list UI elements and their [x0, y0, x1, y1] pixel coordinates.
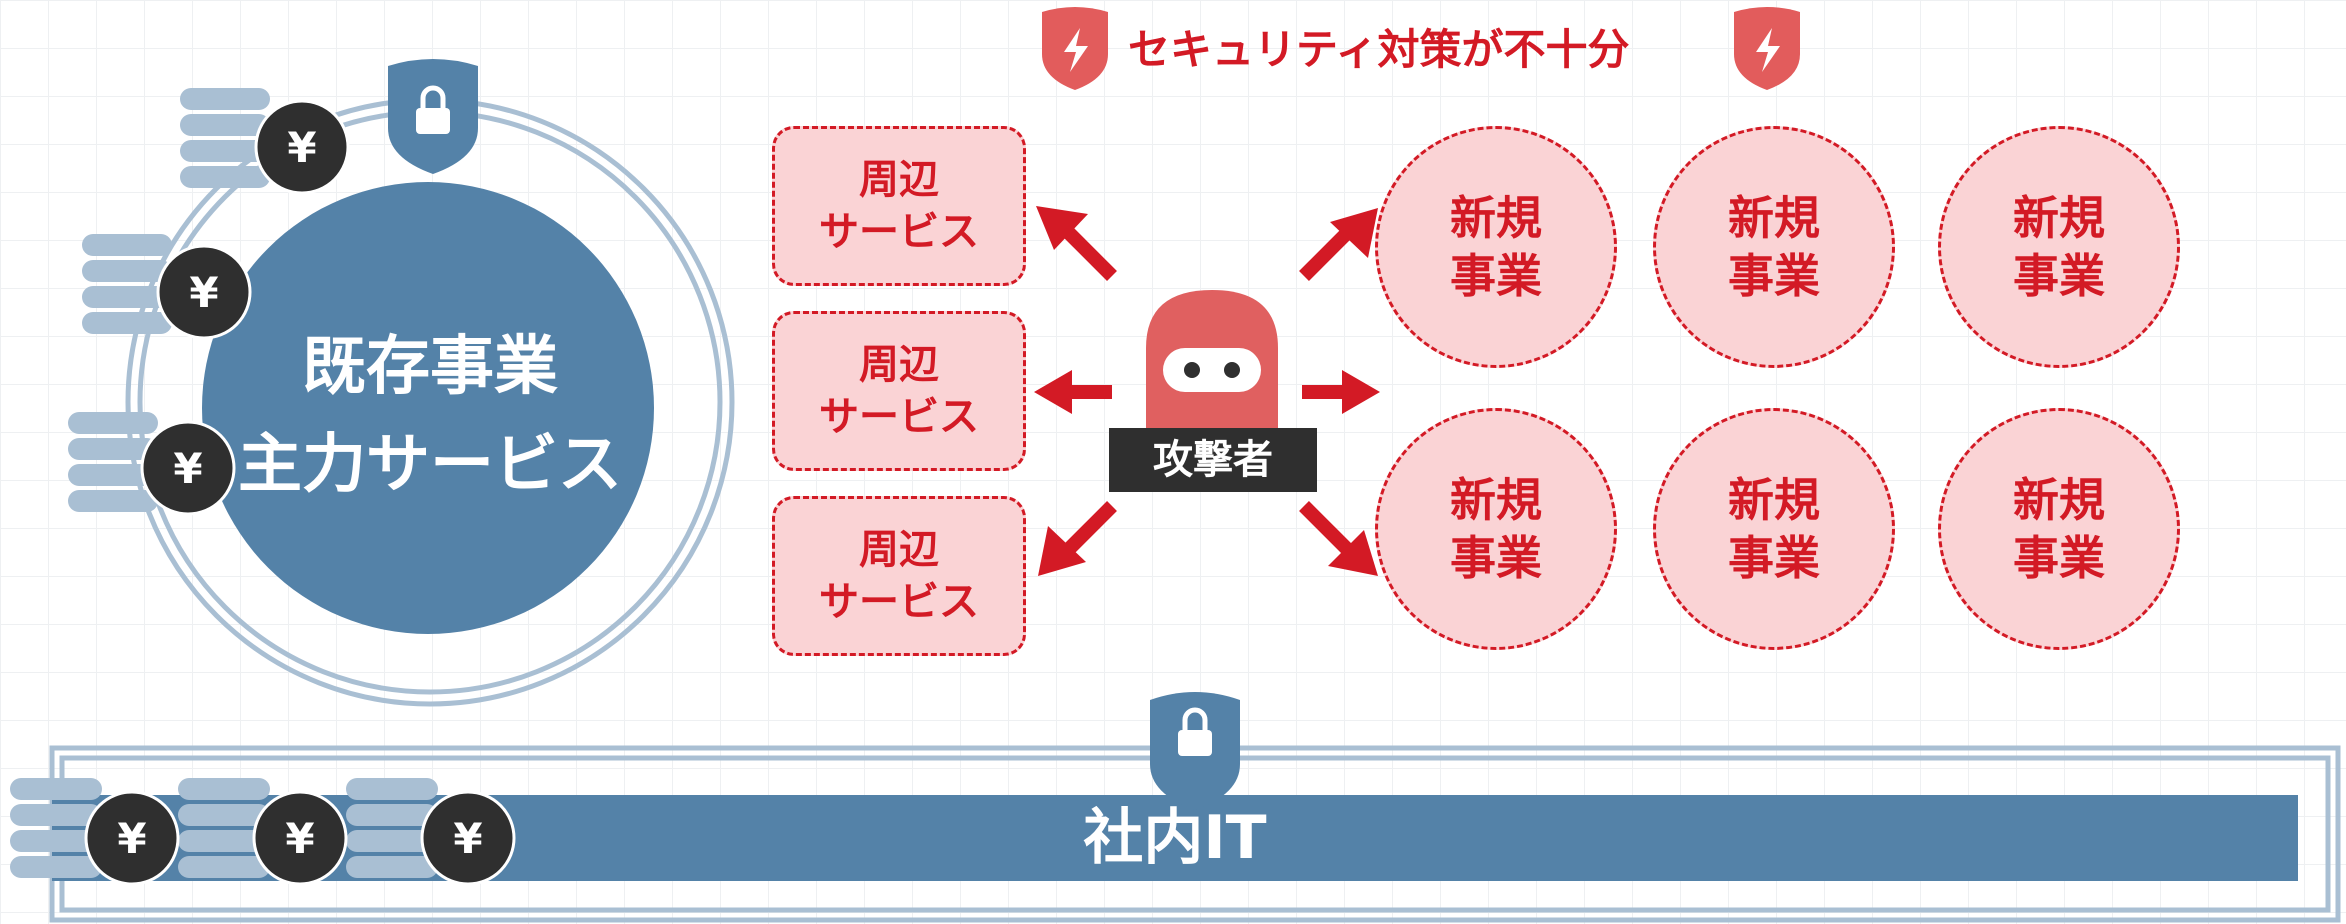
yen-symbol: ¥ [117, 814, 146, 863]
peripheral-service-box: 周辺 サービス [772, 311, 1026, 471]
peripheral-service-line2: サービス [819, 209, 979, 255]
new-business-line2: 事業 [1728, 531, 1820, 585]
new-business-line1: 新規 [1450, 191, 1542, 245]
new-business-line1: 新規 [1728, 473, 1820, 527]
yen-coin-icon [252, 790, 348, 886]
peripheral-service-line1: 周辺 [859, 342, 939, 388]
attack-arrow-icon [1034, 370, 1112, 414]
new-business-circle: 新規 事業 [1938, 408, 2180, 650]
lock-shield-icon [388, 59, 478, 174]
attack-arrow-icon [1302, 370, 1380, 414]
yen-symbol: ¥ [287, 123, 316, 172]
yen-symbol: ¥ [189, 268, 218, 317]
new-business-circle: 新規 事業 [1375, 126, 1617, 368]
attack-arrow-icon [1299, 208, 1378, 281]
new-business-line1: 新規 [1450, 473, 1542, 527]
yen-symbol: ¥ [453, 814, 482, 863]
coin-stack-icon [180, 88, 270, 188]
main-business-line2: 主力サービス [238, 428, 622, 502]
new-business-circle: 新規 事業 [1938, 126, 2180, 368]
main-business-label: 既存事業 主力サービス [190, 318, 670, 514]
lightning-shield-icon [1042, 7, 1108, 90]
new-business-line2: 事業 [1450, 531, 1542, 585]
new-business-circle: 新規 事業 [1653, 126, 1895, 368]
security-warning-title: セキュリティ対策が不十分 [1128, 25, 1630, 74]
lock-shield-icon [1150, 692, 1240, 810]
yen-coin-icon [84, 790, 180, 886]
new-business-line2: 事業 [1728, 249, 1820, 303]
coin-stack-icon [10, 778, 102, 878]
main-business-circle [202, 182, 654, 634]
peripheral-service-box: 周辺 サービス [772, 126, 1026, 286]
coin-stack-icon [346, 778, 438, 878]
yen-coin-icon [140, 420, 236, 516]
peripheral-service-line1: 周辺 [859, 157, 939, 203]
yen-symbol: ¥ [285, 814, 314, 863]
peripheral-service-line2: サービス [819, 394, 979, 440]
internal-it-label: 社内IT [1083, 803, 1267, 873]
coin-stack-icon [178, 778, 270, 878]
new-business-line1: 新規 [2013, 473, 2105, 527]
new-business-circle: 新規 事業 [1653, 408, 1895, 650]
peripheral-service-line2: サービス [819, 579, 979, 625]
attack-arrow-icon [1036, 206, 1117, 281]
new-business-line2: 事業 [1450, 249, 1542, 303]
new-business-line2: 事業 [2013, 249, 2105, 303]
yen-symbol: ¥ [173, 444, 202, 493]
peripheral-service-line1: 周辺 [859, 527, 939, 573]
attack-arrow-icon [1038, 501, 1117, 576]
attacker-label: 攻撃者 [1109, 428, 1317, 492]
yen-coin-icon [420, 790, 516, 886]
attack-arrow-icon [1299, 501, 1378, 576]
main-business-line1: 既存事業 [302, 330, 558, 404]
new-business-circle: 新規 事業 [1375, 408, 1617, 650]
new-business-line1: 新規 [1728, 191, 1820, 245]
new-business-line1: 新規 [2013, 191, 2105, 245]
new-business-line2: 事業 [2013, 531, 2105, 585]
ninja-attacker-icon [1146, 290, 1278, 430]
yen-coin-icon [254, 99, 350, 195]
coin-stack-icon [82, 234, 172, 334]
yen-coin-icon [156, 244, 252, 340]
peripheral-service-box: 周辺 サービス [772, 496, 1026, 656]
coin-stack-icon [68, 412, 158, 512]
lightning-shield-icon [1734, 7, 1800, 90]
